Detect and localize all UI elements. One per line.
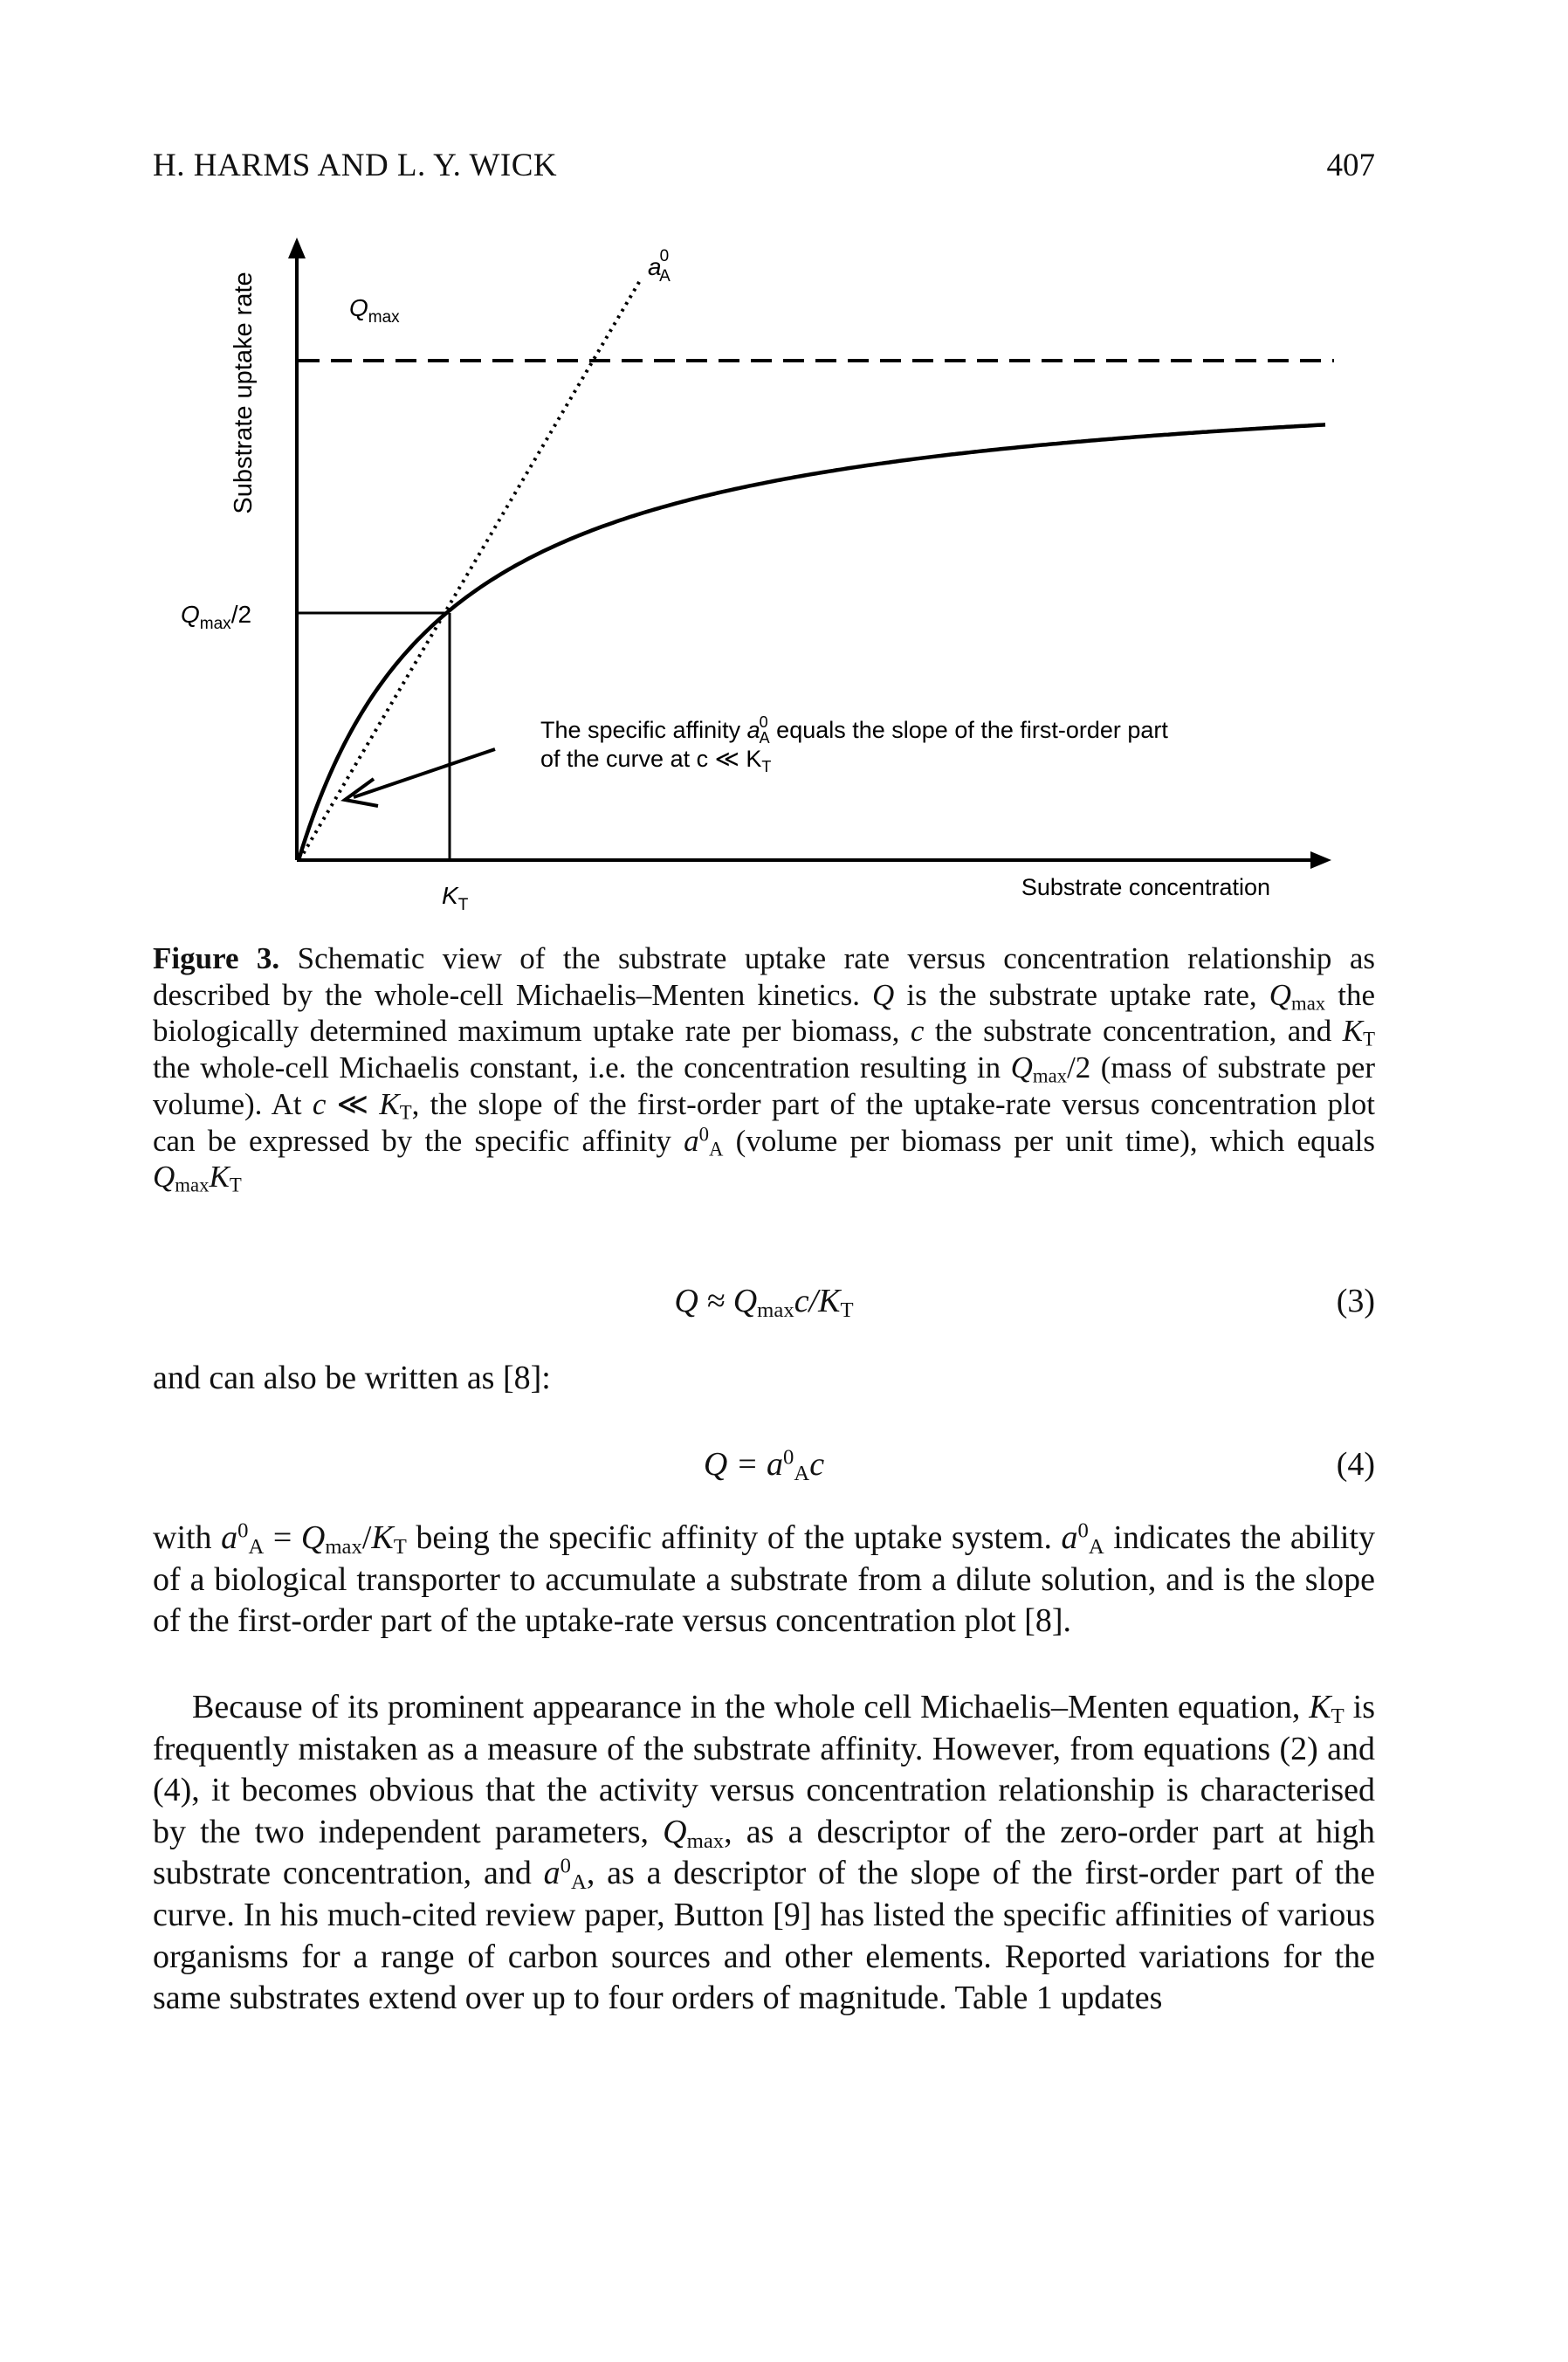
kt-label: KT: [442, 882, 469, 914]
figure-svg: Substrate uptake rate Qmax Qmax/2 KT Sub…: [181, 238, 1334, 914]
figure-caption: Figure 3. Schematic view of the substrat…: [153, 941, 1375, 1196]
equation-4-number: (4): [1336, 1446, 1375, 1483]
equation-4: Q = a0Ac (4): [703, 1445, 1375, 1486]
y-axis-label: Substrate uptake rate: [230, 272, 258, 513]
equation-3: Q ≈ Qmaxc/KT (3): [674, 1283, 1375, 1323]
affinity-tangent-line: [298, 276, 643, 862]
x-axis-label: Substrate concentration: [1021, 874, 1270, 900]
x-axis-arrow: [1310, 851, 1331, 869]
qmax-label: Qmax: [349, 294, 400, 327]
figure-3: Substrate uptake rate Qmax Qmax/2 KT Sub…: [0, 0, 1568, 934]
header-authors: H. HARMS AND L. Y. WICK: [153, 148, 558, 183]
y-axis-arrow: [288, 238, 306, 258]
annotation-arrowhead: [340, 777, 379, 808]
paragraph-intro: and can also be written as [8]:: [153, 1360, 551, 1396]
paragraph-1: with a0A = Qmax/KT being the specific af…: [153, 1518, 1375, 1640]
annotation-arrow-line: [353, 747, 496, 799]
paragraph-2: Because of its prominent appearance in t…: [153, 1689, 1375, 2017]
half-qmax-label: Qmax/2: [181, 601, 251, 633]
page-number: 407: [1326, 148, 1376, 183]
equation-3-number: (3): [1336, 1283, 1375, 1319]
uptake-curve: [296, 423, 1326, 861]
annotation-line-2: of the curve at c ≪ KT: [540, 746, 771, 775]
running-header: H. HARMS AND L. Y. WICK 407: [153, 147, 1375, 190]
